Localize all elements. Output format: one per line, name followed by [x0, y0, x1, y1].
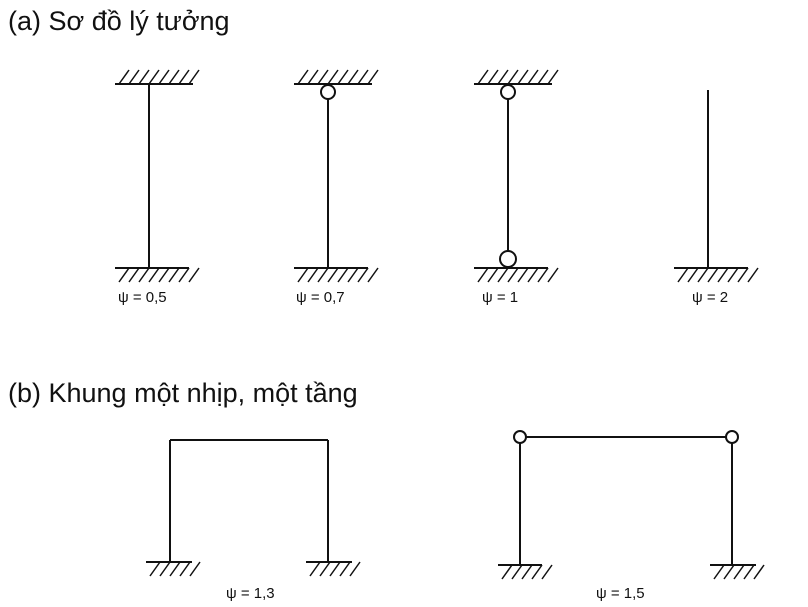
column-2-top-support-stroke [297, 69, 309, 85]
column-3-top-support-stroke [537, 69, 549, 85]
column-3-bottom-support-stroke [517, 267, 529, 283]
column-1-bottom-support-stroke [168, 267, 180, 283]
frame-1-right-support-stroke [309, 561, 321, 577]
column-4-bottom-support-stroke [737, 267, 749, 283]
column-4-bottom-support-stroke [747, 267, 759, 283]
column-4-bottom-support-stroke [707, 267, 719, 283]
column-1-bottom-support-stroke [158, 267, 170, 283]
frame-1-right-support-stroke [319, 561, 331, 577]
frame-1-left-support-stroke [169, 561, 181, 577]
column-3-bottom-hinge-icon [499, 250, 517, 268]
column-3-bottom-support-stroke [487, 267, 499, 283]
frame-1-right-support-stroke [339, 561, 351, 577]
column-4-bottom-support-stroke [687, 267, 699, 283]
column-2-top-support-stroke [367, 69, 379, 85]
column-1-top-support-stroke [188, 69, 200, 85]
frame-2-left-support-stroke [511, 564, 523, 580]
column-4-bottom-support-stroke [717, 267, 729, 283]
column-3-top-support-stroke [507, 69, 519, 85]
frame-1-right-support-stroke [349, 561, 361, 577]
column-label-2: ψ = 0,7 [296, 289, 345, 306]
column-2-top-support-stroke [337, 69, 349, 85]
frame-label-2: ψ = 1,5 [596, 585, 645, 602]
column-1-top-support-stroke [128, 69, 140, 85]
section-a-title: (a) Sơ đồ lý tưởng [8, 6, 230, 36]
column-2-bottom-support-stroke [307, 267, 319, 283]
column-3-top-support-stroke [487, 69, 499, 85]
frame-2-right-support-stroke [713, 564, 725, 580]
column-2-bottom-support-stroke [347, 267, 359, 283]
column-4-bottom-support-stroke [677, 267, 689, 283]
section-b-title: (b) Khung một nhịp, một tầng [8, 378, 358, 408]
frame-1-left-support-stroke [149, 561, 161, 577]
frame-2-left-hinge-icon [513, 430, 527, 444]
column-3-top-support-stroke [477, 69, 489, 85]
column-1-bottom-support-stroke [178, 267, 190, 283]
frame-1-left-support-stroke [179, 561, 191, 577]
frame-2-left-support-stroke [541, 564, 553, 580]
column-1-top-support-stroke [138, 69, 150, 85]
column-2-top-support-stroke [327, 69, 339, 85]
column-2-top-support-stroke [357, 69, 369, 85]
column-3-bottom-support-stroke [477, 267, 489, 283]
column-2-top-support-stroke [347, 69, 359, 85]
column-1-top-support-stroke [148, 69, 160, 85]
column-3-top-support-stroke [547, 69, 559, 85]
column-1-bottom-support-stroke [118, 267, 130, 283]
column-3-bottom-support-stroke [547, 267, 559, 283]
column-1-bottom-support-stroke [138, 267, 150, 283]
column-2-top-support-stroke [307, 69, 319, 85]
frame-2-left-support-stroke [501, 564, 513, 580]
frame-2-right-support-stroke [753, 564, 765, 580]
column-3-bottom-support-stroke [537, 267, 549, 283]
column-1-top-support-stroke [118, 69, 130, 85]
column-1-top-support-stroke [158, 69, 170, 85]
column-4-bottom-support-stroke [697, 267, 709, 283]
column-3-bottom-support-stroke [497, 267, 509, 283]
column-2-bottom-support-stroke [367, 267, 379, 283]
column-3-bottom-support-stroke [527, 267, 539, 283]
column-3-top-support-stroke [527, 69, 539, 85]
column-label-1: ψ = 0,5 [118, 289, 167, 306]
frame-2-right-support-stroke [733, 564, 745, 580]
column-3-bottom-support-stroke [507, 267, 519, 283]
frame-1-left-support-stroke [189, 561, 201, 577]
column-3-top-support-stroke [497, 69, 509, 85]
frame-1-right-support-stroke [329, 561, 341, 577]
frame-2-right-support-stroke [723, 564, 735, 580]
column-2-bottom-support-stroke [337, 267, 349, 283]
column-1-bottom-support-stroke [128, 267, 140, 283]
column-2-bottom-support-stroke [327, 267, 339, 283]
column-1-bottom-support-stroke [148, 267, 160, 283]
column-3-top-hinge-icon [500, 84, 516, 100]
frame-2-right-hinge-icon [725, 430, 739, 444]
frame-label-1: ψ = 1,3 [226, 585, 275, 602]
column-1-top-support-stroke [168, 69, 180, 85]
column-4-bottom-support-stroke [727, 267, 739, 283]
column-1-bottom-support-stroke [188, 267, 200, 283]
column-1-top-support-stroke [178, 69, 190, 85]
column-3-top-support-stroke [517, 69, 529, 85]
column-2-bottom-support-stroke [297, 267, 309, 283]
frame-2-left-support-stroke [521, 564, 533, 580]
column-label-3: ψ = 1 [482, 289, 518, 306]
frame-1-left-support-stroke [159, 561, 171, 577]
frame-2-left-support-stroke [531, 564, 543, 580]
column-2-bottom-support-stroke [357, 267, 369, 283]
column-2-top-hinge-icon [320, 84, 336, 100]
column-label-4: ψ = 2 [692, 289, 728, 306]
column-2-top-support-stroke [317, 69, 329, 85]
column-2-bottom-support-stroke [317, 267, 329, 283]
frame-2-right-support-stroke [743, 564, 755, 580]
